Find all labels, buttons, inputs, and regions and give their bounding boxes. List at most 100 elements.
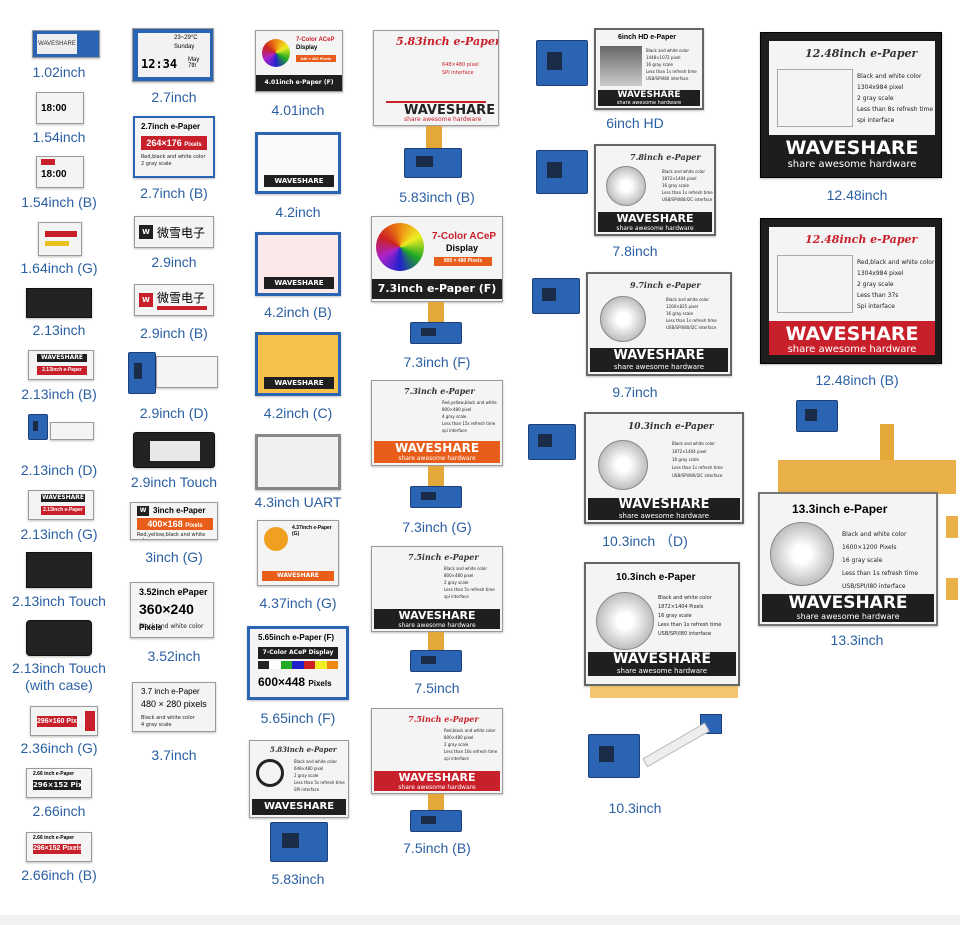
epaper-2-36-g: 296×160 Pixels: [30, 706, 98, 736]
epaper-6-hd: 6inch HD e-Paper Black and white color 1…: [594, 28, 704, 110]
title-text: 5.83inch e-Paper: [270, 745, 337, 754]
label-7-3inch-g: 7.3inch (G): [402, 519, 472, 535]
brand-text: WAVESHARE: [398, 771, 476, 784]
spec-text: 648×480 pixel SPI interface: [442, 62, 479, 76]
pixels-word: Pixels: [185, 523, 203, 529]
brand-text: WAVESHARE: [404, 103, 496, 118]
line1: 7-Color ACeP: [296, 37, 335, 43]
pixels-word: Pixels: [62, 845, 83, 852]
tagline-text: share awesome hardware: [796, 612, 900, 621]
spec-text: Red,black and white color 1304x984 pixel…: [857, 259, 935, 310]
label-2-9inch-touch: 2.9inch Touch: [130, 474, 218, 490]
screen: 12.48inch e-Paper Red,black and white co…: [769, 227, 935, 321]
label-2-9inch-d: 2.9inch (D): [139, 405, 209, 421]
epaper-1-02-board: WAVESHARE: [32, 30, 100, 58]
label-12-48inch-b: 12.48inch (B): [815, 372, 899, 388]
epaper-3-7: 3.7 inch e-Paper 480 × 280 pixels Black …: [132, 682, 216, 732]
epaper-2-66: 2.66 inch e-Paper 296×152 Pixels: [26, 768, 92, 798]
label-2-9inch-b: 2.9inch (B): [140, 325, 208, 341]
label-13-3inch: 13.3inch: [830, 632, 884, 648]
label-7-5inch: 7.5inch: [414, 680, 460, 696]
red-rule: [386, 101, 486, 103]
label-7-3inch-f: 7.3inch (F): [403, 354, 471, 370]
brand-text: WAVESHARE: [785, 137, 919, 159]
label-2-13inch-b: 2.13inch (B): [21, 386, 97, 402]
tagline-text: share awesome hardware: [616, 100, 682, 106]
label-2-13inch-touch: 2.13inch Touch: [12, 593, 106, 609]
brand-text: WAVESHARE: [788, 594, 908, 613]
title-text: 5.83inch e-Paper: [396, 35, 499, 48]
label-1-54inch: 1.54inch: [32, 129, 86, 145]
label-4-01inch: 4.01inch: [271, 102, 325, 118]
epaper-4-37-g: 4.37inch e-Paper (G) WAVESHARE: [257, 520, 339, 586]
spec-text: Black and white color: [139, 623, 204, 630]
disc-image: [596, 592, 654, 650]
title-text: 5.65inch e-Paper (F): [258, 633, 335, 642]
driver-board: [588, 734, 640, 778]
line2: Display: [296, 45, 318, 51]
fpc-cable: [428, 632, 444, 650]
epaper-2-66-b: 2.66 inch e-Paper 296×152 Pixels: [26, 832, 92, 862]
brand-icon: W: [139, 293, 153, 307]
label-7-8inch: 7.8inch: [612, 243, 658, 259]
pixel-text: 480 × 280 pixels: [141, 699, 207, 709]
spec-text: Red,yellow,black and white color: [137, 532, 206, 539]
spec-text: Black and white color 1448×1072 pixel 16…: [646, 48, 697, 81]
tagline-text: share awesome hardware: [398, 455, 476, 462]
driver-board: [410, 486, 462, 508]
title-text: 10.3inch e-Paper: [628, 422, 714, 432]
label-1-02inch: 1.02inch: [32, 64, 86, 80]
brand-text: WAVESHARE: [37, 34, 77, 54]
color-wheel: [376, 223, 424, 271]
label-with-case: (with case): [25, 677, 93, 693]
epaper-4-2-c: WAVESHARE: [255, 332, 341, 396]
brand-text: WAVESHARE: [616, 212, 694, 225]
epaper-13-3: 13.3inch e-Paper Black and white color 1…: [758, 492, 938, 626]
brand-logo: WAVESHARE share awesome hardware: [374, 441, 500, 463]
pixels-word: Pixels: [70, 781, 81, 789]
spec-text: Black and white color 1872×1404 pixel 16…: [662, 169, 713, 202]
brand-logo: WAVESHARE: [264, 277, 334, 289]
color-swatch: [258, 661, 338, 669]
spec-text: Black and white color 1304x984 pixel 2 g…: [857, 73, 934, 124]
label-2-66inch: 2.66inch: [32, 803, 86, 819]
pixel-band: 296×152 Pixels: [33, 780, 81, 790]
title-text: 3.7 inch e-Paper: [141, 687, 200, 696]
brand-logo: WAVESHARE share awesome hardware: [588, 652, 736, 676]
pixel-text: 400×168: [147, 519, 183, 529]
brand-logo: WAVESHARE: [264, 377, 334, 389]
pixel-band: 640 × 400 Pixels: [296, 55, 336, 62]
label-5-65inch-f: 5.65inch (F): [260, 710, 336, 726]
spec-text: Black and white color 1200×825 pixel 16 …: [666, 297, 717, 330]
tagline-text: share awesome hardware: [613, 363, 705, 371]
label-2-13inch: 2.13inch: [32, 322, 86, 338]
tagline-text: share awesome hardware: [398, 622, 476, 629]
driver-board: [28, 414, 48, 440]
chart-thumbnail: [777, 69, 853, 127]
pixel-band: 400×168 Pixels: [137, 518, 213, 530]
epaper-2-9-d: [156, 356, 218, 388]
color-wheel: [262, 39, 290, 67]
time-text: 18:00: [41, 103, 67, 114]
title-text: 7.3inch e-Paper: [404, 386, 475, 396]
label-2-36inch-g: 2.36inch (G): [20, 740, 98, 756]
title-text: 9.7inch e-Paper: [630, 280, 701, 290]
label-2-66inch-b: 2.66inch (B): [21, 867, 97, 883]
epaper-10-3-d: 10.3inch e-Paper Black and white color 1…: [584, 412, 744, 524]
driver-board: [410, 650, 462, 672]
title-text: 7.5inch e-Paper: [408, 714, 479, 724]
fpc-cable: [426, 126, 442, 148]
title-text: 7.5inch e-Paper: [408, 552, 479, 562]
epaper-2-9: W 微雪电子: [134, 216, 214, 248]
brand-logo: WAVESHARE share awesome hardware: [374, 609, 500, 629]
epaper-7-8: 7.8inch e-Paper Black and white color 18…: [594, 144, 716, 236]
brand-logo: WAVESHARE share awesome hardware: [598, 212, 712, 232]
epaper-3-g: W 3inch e-Paper 400×168 Pixels Red,yello…: [130, 502, 218, 540]
pixels-word: Pixels: [308, 679, 332, 688]
driver-board: [270, 822, 328, 862]
epaper-5-83-b: 5.83inch e-Paper 648×480 pixel SPI inter…: [373, 30, 499, 126]
spec-text: Black and white color 4 gray scale: [141, 715, 195, 728]
pixel-band: 296×160 Pixels: [37, 716, 87, 727]
label-2-13inch-d: 2.13inch (D): [20, 462, 98, 478]
pixels-word: Pixels: [139, 623, 163, 632]
